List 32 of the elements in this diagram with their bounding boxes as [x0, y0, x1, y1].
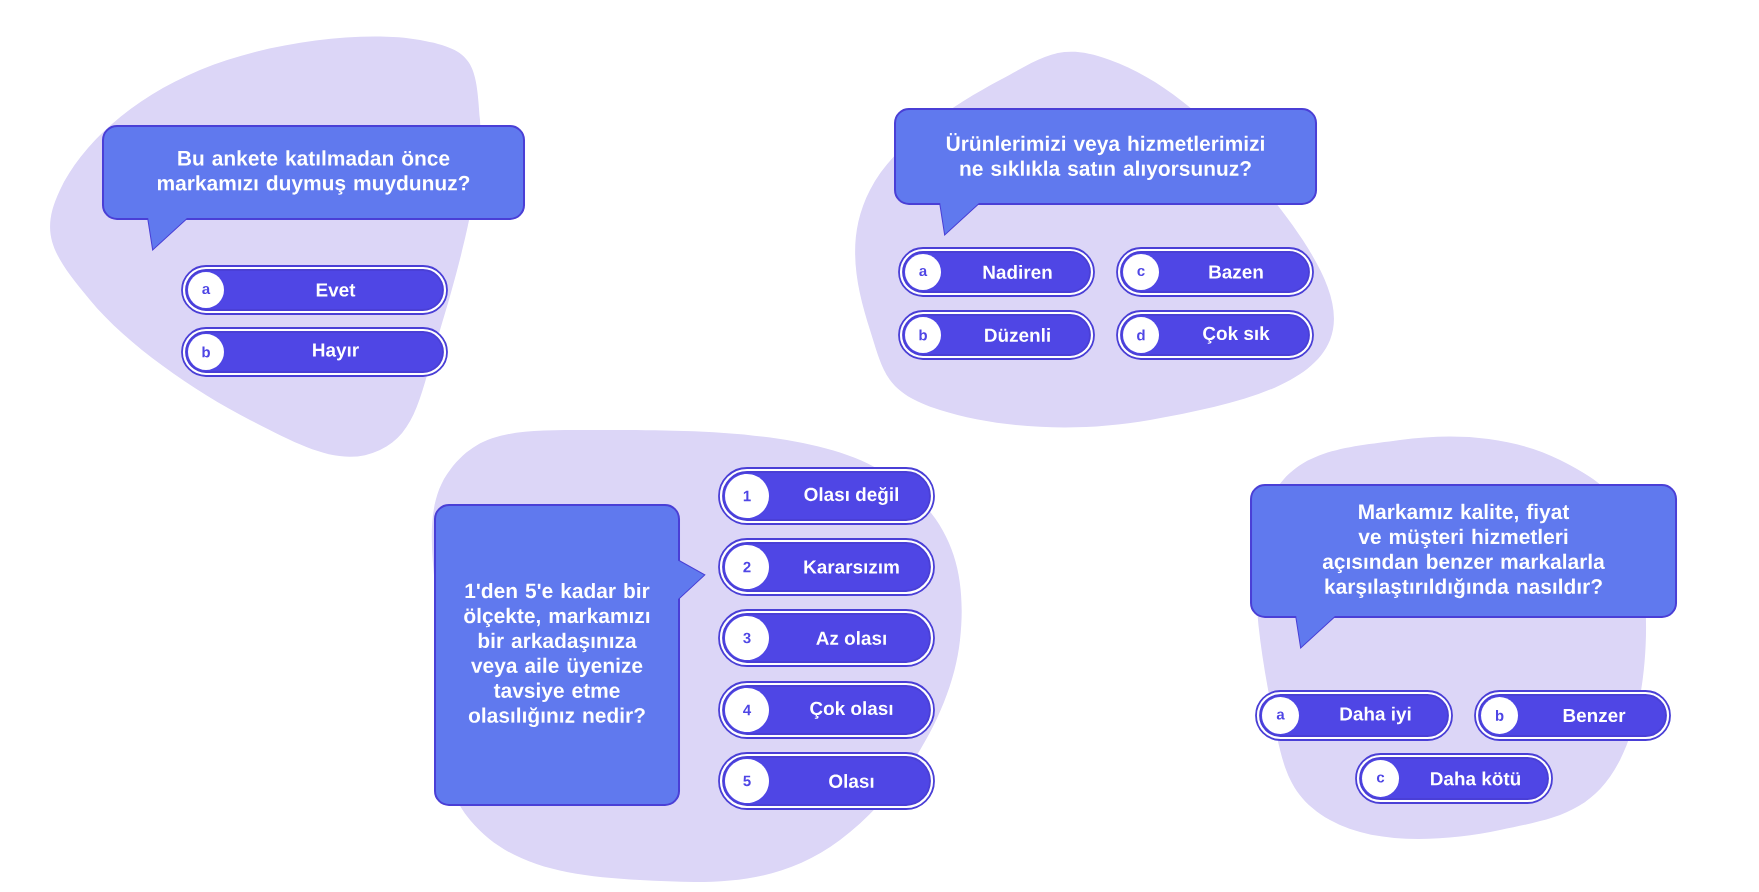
option-letter: 2	[725, 545, 769, 589]
answer-button: a Daha iyi	[1255, 690, 1453, 741]
speech-bubble: Markamız kalite, fiyat ve müşteri hizmetleri açısından benzer markalarla karşılaştırıldığında nasıldır?	[1250, 484, 1677, 649]
answer-button: 2 Kararsızım	[718, 538, 935, 596]
option-letter: 4	[725, 688, 769, 732]
option-letter: c	[1123, 254, 1159, 290]
option-letter: 1	[725, 474, 769, 518]
answer-button: 1 Olası değil	[718, 467, 935, 525]
answer-button: 5 Olası	[718, 752, 935, 810]
answer-button: a Evet	[181, 265, 448, 315]
speech-bubble: 1'den 5'e kadar bir ölçekte, markamızı bir arkadaşınıza veya aile üyenize tavsiye etme olasılığınız nedir?	[434, 504, 706, 806]
speech-bubble: Bu ankete katılmadan önce markamızı duymuş muydunuz?	[102, 125, 525, 251]
answer-button: b Benzer	[1474, 690, 1671, 741]
option-letter: d	[1123, 317, 1159, 353]
option-letter: 5	[725, 759, 769, 803]
option-letter: b	[905, 317, 941, 353]
option-letter: a	[1262, 697, 1299, 734]
option-letter: a	[905, 254, 941, 290]
answer-button: c Daha kötü	[1355, 753, 1553, 804]
option-letter: c	[1362, 760, 1399, 797]
speech-bubble: Ürünlerimizi veya hizmetlerimizi ne sıklıkla satın alıyorsunuz?	[894, 108, 1317, 236]
option-letter: a	[188, 272, 224, 308]
option-letter: b	[188, 334, 224, 370]
answer-button: c Bazen	[1116, 247, 1314, 297]
answer-button: d Çok sık	[1116, 310, 1314, 360]
answer-button: b Düzenli	[898, 310, 1095, 360]
answer-button: a Nadiren	[898, 247, 1095, 297]
answer-button: 4 Çok olası	[718, 681, 935, 739]
answer-button: 3 Az olası	[718, 609, 935, 667]
option-letter: b	[1481, 697, 1518, 734]
answer-button: b Hayır	[181, 327, 448, 377]
option-letter: 3	[725, 616, 769, 660]
